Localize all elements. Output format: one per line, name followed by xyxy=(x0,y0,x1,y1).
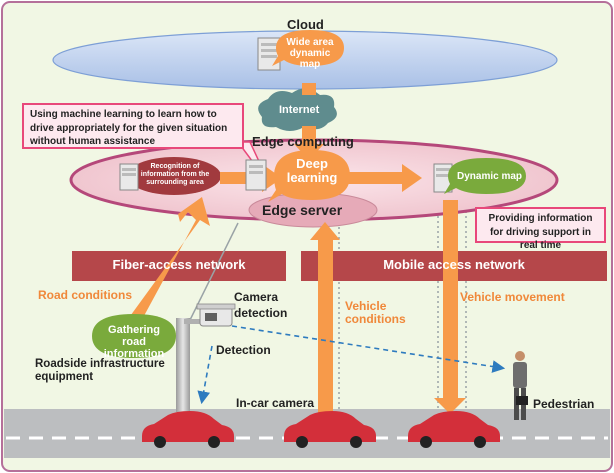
detection-line-pedestrian xyxy=(231,325,506,373)
vehicle-movement-label: Vehicle movement xyxy=(460,290,565,304)
gathering-info-label: Gathering road information xyxy=(103,324,165,361)
recognition-ellipse xyxy=(127,157,221,195)
dynamic-map-server-icon xyxy=(433,163,453,193)
internet-cloud-shape xyxy=(258,88,337,131)
recognition-server-icon xyxy=(119,163,139,191)
cloud-server-icon xyxy=(257,37,281,71)
detection-label: Detection xyxy=(216,343,271,357)
recognition-label: Recognition of information from the surr… xyxy=(140,163,210,187)
fiber-access-bar xyxy=(72,251,286,281)
pedestrian-label: Pedestrian xyxy=(533,397,595,411)
roadside-equipment-label: Roadside infrastructure equipment xyxy=(35,358,165,384)
vehicle-conditions-label: Vehicle conditions xyxy=(345,299,406,327)
detection-line-road xyxy=(197,345,213,405)
internet-label: Internet xyxy=(279,104,320,116)
wide-area-map-bubble xyxy=(272,30,344,66)
gathering-info-bubble xyxy=(92,314,176,358)
edge-server-icon xyxy=(245,159,267,191)
roadside-pole-arm xyxy=(184,319,206,324)
dynamic-map-label: Dynamic map xyxy=(457,171,523,182)
edge-server-label: Edge server xyxy=(262,202,343,218)
in-car-camera-label: In-car camera xyxy=(236,396,315,410)
pedestrian-figure xyxy=(513,351,528,420)
mobile-access-label: Mobile access network xyxy=(383,257,525,272)
roadside-pole xyxy=(176,318,190,412)
cloud-title: Cloud xyxy=(287,17,324,32)
dynamic-map-bubble xyxy=(444,158,526,194)
camera-device xyxy=(196,303,236,327)
car-left xyxy=(142,411,234,448)
wide-area-map-label: Wide area dynamic map xyxy=(286,37,334,70)
providing-info-callout: Providing information for driving suppor… xyxy=(475,207,606,251)
car-right xyxy=(408,411,500,448)
fiber-access-label: Fiber-access network xyxy=(112,257,246,272)
car-middle xyxy=(284,411,376,448)
orange-arrows xyxy=(120,83,466,428)
machine-learning-callout: Using machine learning to learn how to d… xyxy=(22,103,244,149)
road-conditions-label: Road conditions xyxy=(38,288,132,302)
deep-learning-label: Deep learning xyxy=(286,156,338,186)
edge-computing-title: Edge computing xyxy=(252,134,354,149)
deep-learning-bubble xyxy=(268,150,350,202)
camera-detection-label: Camera detection xyxy=(234,290,288,321)
